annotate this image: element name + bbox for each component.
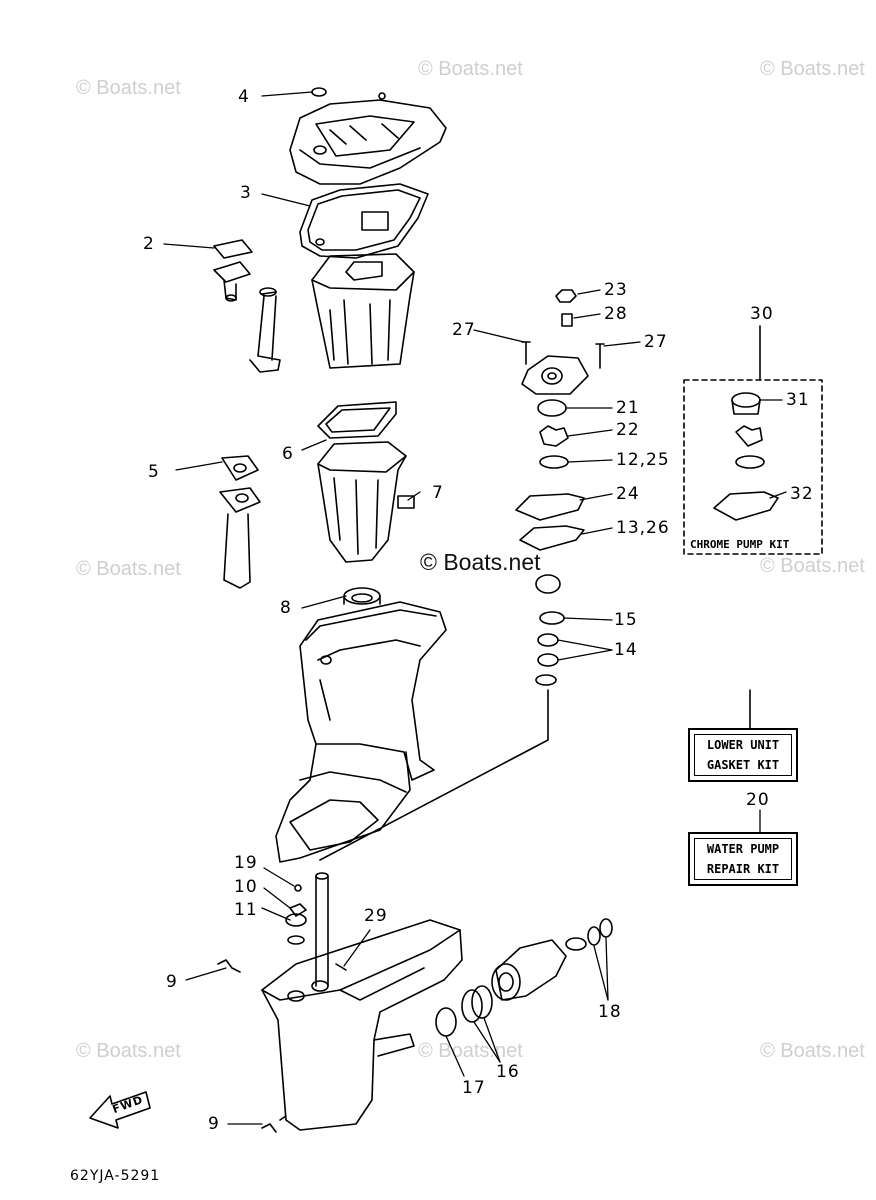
- part-6-gasket: [317, 401, 397, 439]
- callout-20: 20: [746, 790, 770, 810]
- callout-leaders: [163, 91, 787, 1125]
- muffler: [317, 441, 407, 563]
- part-15-oring: [539, 611, 565, 625]
- part-14-seal: [537, 633, 559, 647]
- part-12-oring: [539, 455, 569, 469]
- part-9-bolt: [217, 959, 241, 973]
- part-19: [294, 884, 302, 892]
- water-tube-upper: [249, 291, 281, 373]
- part-13-gasket: [519, 525, 585, 551]
- chrome-pump-kit-label: CHROME PUMP KIT: [690, 538, 790, 551]
- callout-23: 23: [604, 280, 628, 300]
- pump-housing: [521, 355, 589, 395]
- diagram-reference: 62YJA-5291: [70, 1168, 161, 1184]
- callout-31: 31: [786, 390, 810, 410]
- watermark: © Boats.net: [76, 77, 181, 99]
- callout-24: 24: [616, 484, 640, 504]
- kit-label-line2: GASKET KIT: [706, 758, 780, 772]
- lower-unit-gasket-kit-box: LOWER UNIT GASKET KIT: [688, 728, 798, 782]
- callout-11: 11: [234, 900, 258, 920]
- watermark: © Boats.net: [76, 1040, 181, 1062]
- part-18-seal: [587, 926, 601, 946]
- leader-line: [319, 689, 549, 861]
- part-8-seal: [343, 587, 381, 605]
- callout-17: 17: [462, 1078, 486, 1098]
- callout-21: 21: [616, 398, 640, 418]
- part-2-bracket: [213, 239, 253, 302]
- callout-27b: 27: [644, 332, 668, 352]
- callout-29: 29: [364, 906, 388, 926]
- part-18-seal: [599, 918, 613, 938]
- callout-19: 19: [234, 853, 258, 873]
- part-29-pin: [335, 963, 347, 971]
- callout-3: 3: [240, 183, 252, 203]
- part-16-oring: [461, 989, 483, 1023]
- part-3-gasket: [299, 183, 429, 259]
- fwd-arrow: [89, 1091, 151, 1129]
- part-18-bushing: [565, 937, 587, 951]
- part-4-grommet: [311, 87, 327, 97]
- chrome-pump-kit-box: [683, 379, 823, 555]
- part-28-collar: [561, 313, 573, 327]
- callout-22: 22: [616, 420, 640, 440]
- callout-5: 5: [148, 462, 160, 482]
- kit-label-line1: LOWER UNIT: [706, 738, 780, 752]
- washer: [535, 674, 557, 686]
- kit-label-line1: WATER PUMP: [706, 842, 780, 856]
- callout-32: 32: [790, 484, 814, 504]
- part-27-bolt: [595, 343, 605, 369]
- driveshaft-housing: [275, 601, 447, 863]
- callout-28: 28: [604, 304, 628, 324]
- part-17-oring: [435, 1007, 457, 1037]
- water-pump-repair-kit-box: WATER PUMP REPAIR KIT: [688, 832, 798, 886]
- callout-10: 10: [234, 877, 258, 897]
- part-5-water-tube: [219, 455, 261, 589]
- callout-9a: 9: [166, 972, 178, 992]
- part-24-plate: [515, 493, 585, 521]
- part-22-impeller: [539, 425, 569, 447]
- callout-13-26: 13,26: [616, 518, 670, 538]
- part-31-insert: [731, 392, 761, 408]
- callout-4: 4: [238, 87, 250, 107]
- bearing-housing: [491, 939, 567, 1001]
- lower-unit: [261, 919, 463, 1131]
- part-7-block: [397, 495, 415, 509]
- callout-18: 18: [598, 1002, 622, 1022]
- part-11-seal: [285, 913, 307, 927]
- exhaust-manifold: [311, 253, 415, 369]
- pump-base: [535, 574, 561, 594]
- part-16-oring: [471, 985, 493, 1019]
- part-32-plate: [713, 491, 779, 521]
- watermark: © Boats.net: [760, 58, 865, 80]
- kit-label-line2: REPAIR KIT: [706, 862, 780, 876]
- part-23-nut: [555, 289, 577, 303]
- callout-27a: 27: [452, 320, 476, 340]
- callout-9b: 9: [208, 1114, 220, 1134]
- callout-7: 7: [432, 483, 444, 503]
- watermark-main: © Boats.net: [420, 549, 541, 575]
- callout-14: 14: [614, 640, 638, 660]
- part-upper-casing: [289, 92, 447, 185]
- part-27-bolt: [521, 341, 531, 365]
- callout-15: 15: [614, 610, 638, 630]
- callout-6: 6: [282, 444, 294, 464]
- part-9-bolt: [261, 1115, 287, 1133]
- callout-8: 8: [280, 598, 292, 618]
- watermark: © Boats.net: [760, 1040, 865, 1062]
- driveshaft: [315, 875, 329, 987]
- callout-12-25: 12,25: [616, 450, 670, 470]
- callout-2: 2: [143, 234, 155, 254]
- part-21-insert: [537, 399, 567, 417]
- watermark: © Boats.net: [760, 555, 865, 577]
- watermark: © Boats.net: [418, 58, 523, 80]
- callout-30: 30: [750, 304, 774, 324]
- watermark: © Boats.net: [76, 558, 181, 580]
- part-14-seal: [537, 653, 559, 667]
- callout-16: 16: [496, 1062, 520, 1082]
